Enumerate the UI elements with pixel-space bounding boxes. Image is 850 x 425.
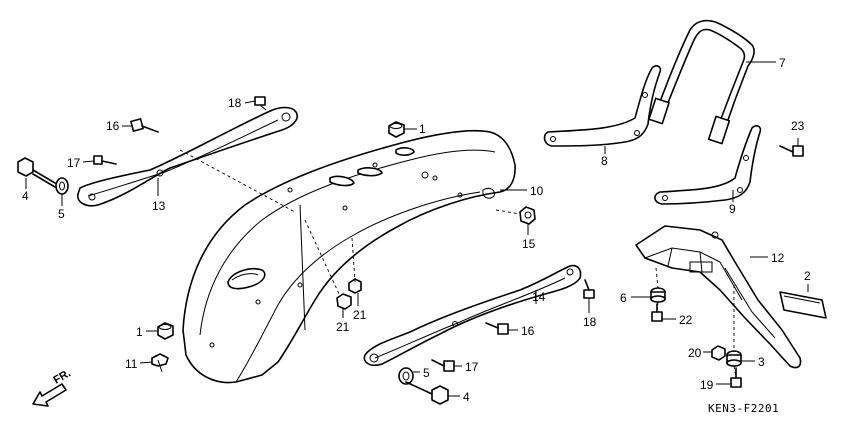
bolt-17-right[interactable]: [431, 359, 455, 372]
label-15[interactable]: 15: [522, 237, 536, 251]
label-10[interactable]: 10: [530, 184, 544, 198]
bolt-16-right[interactable]: [485, 322, 509, 335]
label-1-top[interactable]: 1: [419, 122, 426, 136]
label-13[interactable]: 13: [152, 199, 166, 213]
label-19[interactable]: 19: [700, 378, 714, 392]
nut-20[interactable]: [711, 345, 726, 361]
rubber-6[interactable]: [650, 287, 666, 303]
rail-right[interactable]: [363, 264, 582, 367]
label-20[interactable]: 20: [688, 346, 702, 360]
bolt-23[interactable]: [779, 145, 804, 157]
label-17-right[interactable]: 17: [465, 360, 479, 374]
label-18-right[interactable]: 18: [583, 315, 597, 329]
rear-fender[interactable]: [182, 129, 516, 384]
label-22[interactable]: 22: [679, 313, 693, 327]
label-2[interactable]: 2: [804, 269, 811, 283]
nut-21-a[interactable]: [336, 293, 352, 310]
reflector[interactable]: [779, 291, 827, 319]
collar-3[interactable]: [726, 350, 742, 367]
label-11[interactable]: 11: [125, 357, 138, 371]
label-12[interactable]: 12: [771, 251, 785, 265]
label-5-left[interactable]: 5: [58, 207, 65, 221]
label-4-left[interactable]: 4: [22, 189, 29, 203]
nut-21-b[interactable]: [348, 278, 362, 294]
bolt-17-left[interactable]: [93, 155, 117, 165]
label-17-left[interactable]: 17: [67, 156, 81, 170]
label-1-left[interactable]: 1: [136, 325, 143, 339]
collar-5-right[interactable]: [398, 367, 414, 385]
license-bracket[interactable]: [635, 225, 802, 369]
front-direction-arrow: FR.: [32, 367, 73, 407]
label-7[interactable]: 7: [779, 56, 786, 70]
collar-5-left[interactable]: [55, 177, 69, 195]
nut-1-left[interactable]: [157, 322, 174, 340]
clip-11[interactable]: [151, 353, 169, 373]
label-16-left[interactable]: 16: [106, 119, 120, 133]
label-18-top[interactable]: 18: [228, 96, 242, 110]
backrest[interactable]: [648, 19, 755, 145]
label-9[interactable]: 9: [729, 202, 736, 216]
rail-left[interactable]: [76, 106, 298, 207]
bolt-19[interactable]: [730, 367, 742, 388]
stay-left[interactable]: [543, 65, 662, 147]
diagram-code: KEN3-F2201: [708, 402, 779, 415]
bolt-22[interactable]: [651, 303, 663, 322]
label-16-right[interactable]: 16: [521, 324, 535, 338]
label-21-b[interactable]: 21: [353, 308, 367, 322]
label-8[interactable]: 8: [601, 154, 608, 168]
label-23[interactable]: 23: [791, 119, 805, 133]
bolt-16-left[interactable]: [130, 118, 159, 133]
bolt-4-left[interactable]: [17, 157, 56, 188]
nut-15[interactable]: [519, 206, 536, 225]
label-6[interactable]: 6: [620, 291, 627, 305]
direction-label: FR.: [52, 367, 73, 386]
bolt-18-top[interactable]: [254, 96, 267, 111]
bolt-4-right[interactable]: [405, 381, 449, 405]
part-labels: 1 18 16 17 13 4 5 10 15 7 8 9 23 12 2 1 …: [22, 56, 811, 404]
label-4-right[interactable]: 4: [463, 390, 470, 404]
label-5-right[interactable]: 5: [423, 366, 430, 380]
assembly-lines: [179, 149, 737, 379]
nut-1-top[interactable]: [388, 121, 405, 138]
bolt-18-right[interactable]: [583, 279, 595, 299]
label-21-a[interactable]: 21: [336, 320, 350, 334]
label-3[interactable]: 3: [758, 355, 765, 369]
label-14[interactable]: 14: [532, 290, 546, 304]
stay-right[interactable]: [654, 125, 762, 205]
leader-lines: [25, 61, 809, 397]
